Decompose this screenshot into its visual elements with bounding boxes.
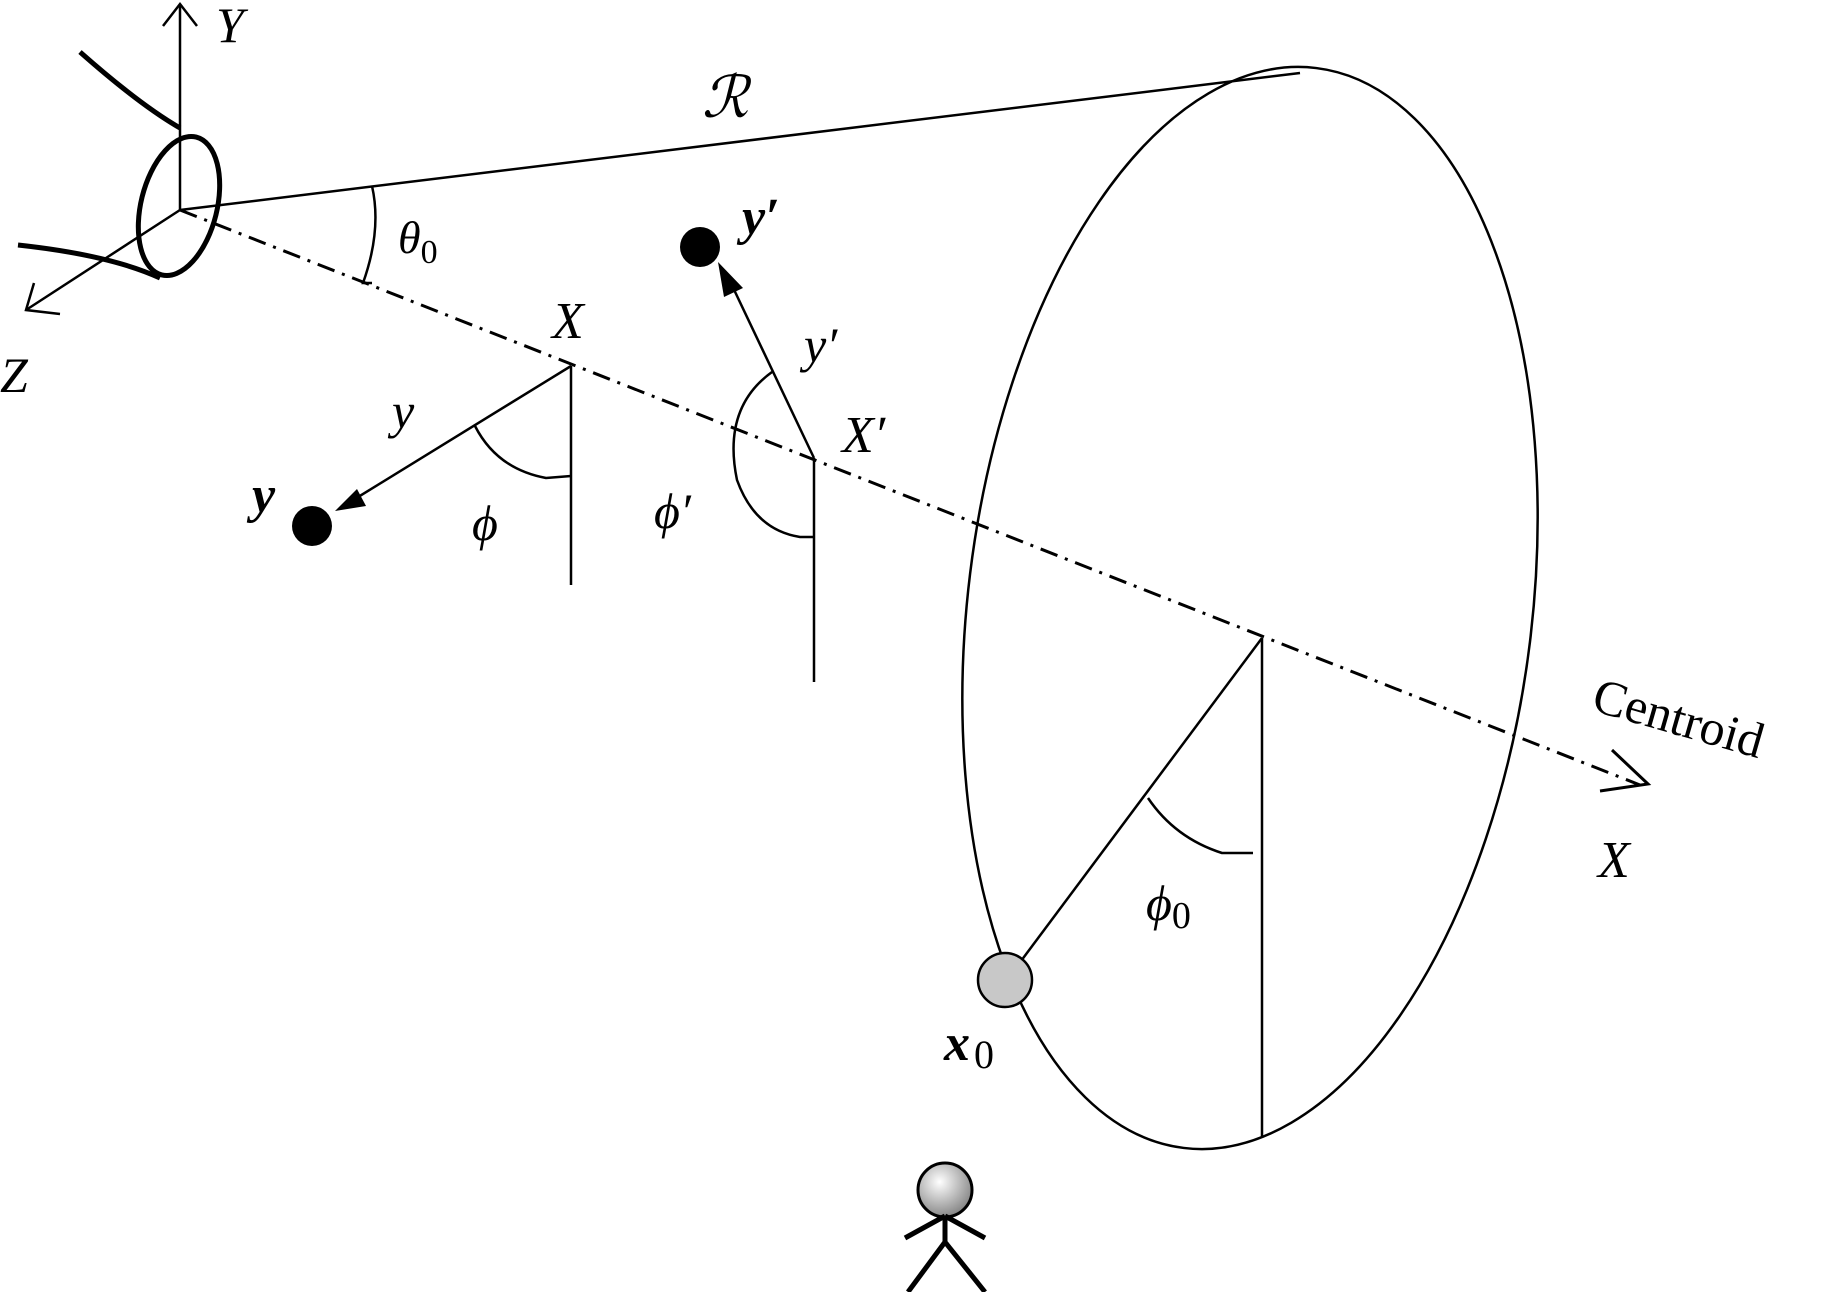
beam-footprint-ellipse	[961, 65, 1539, 1151]
point-x-group	[292, 364, 573, 585]
y-axis-label: Y	[216, 0, 249, 53]
y-point-label: y	[246, 467, 276, 524]
beam-upper-edge	[179, 71, 1301, 212]
x-prime-label: X′	[840, 407, 887, 464]
y-vector-label: y	[387, 383, 415, 439]
point-x-prime-group	[680, 227, 816, 682]
phi-label: ϕ	[472, 495, 498, 551]
x-axis-far-label: X	[1596, 832, 1632, 889]
centroid-arrow-head	[1599, 748, 1652, 793]
coordinate-axes	[24, 1, 198, 316]
y-prime-vector-label: y′	[799, 317, 838, 373]
point-y-prime	[680, 227, 720, 267]
person-icon	[903, 1161, 987, 1292]
target-x0-circle	[976, 951, 1034, 1009]
theta0-label: θ0	[398, 212, 438, 271]
centroid-axis-line	[179, 208, 1641, 787]
x-point-label: X	[550, 293, 586, 350]
phi0-label: ϕ0	[1146, 875, 1191, 937]
y-prime-point-label: y′	[736, 189, 780, 246]
theta0-arc	[361, 185, 377, 285]
centroid-target-group	[976, 637, 1264, 1138]
phi-prime-label: ϕ′	[654, 483, 692, 539]
antenna-icon	[17, 50, 223, 281]
z-axis-label: Z	[0, 347, 29, 403]
point-y	[292, 506, 332, 546]
range-label: ℛ	[702, 65, 752, 130]
